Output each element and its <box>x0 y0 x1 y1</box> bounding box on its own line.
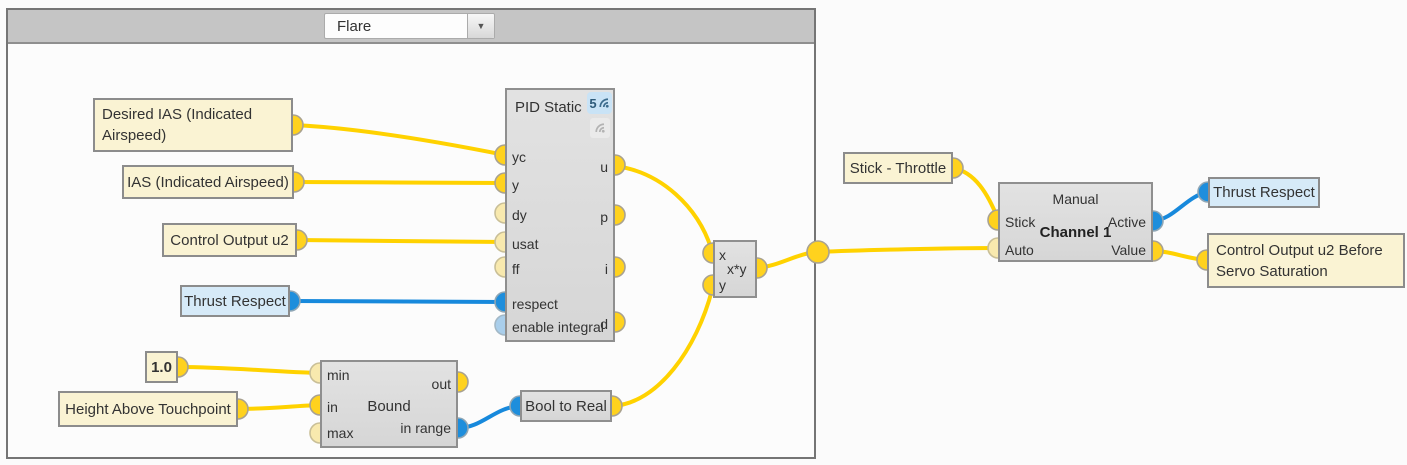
wire-thrust-respect-to-pid-respect[interactable] <box>288 299 507 304</box>
pid-input-label-enable-integral: enable integral <box>512 319 604 335</box>
node-desired-ias[interactable]: Desired IAS (Indicated Airspeed) <box>93 98 293 152</box>
node-label: Stick - Throttle <box>849 159 947 177</box>
wire-pid-u-to-mult-x[interactable] <box>613 164 713 250</box>
wire-control-u2-to-pid-usat[interactable] <box>295 238 507 244</box>
pid-input-label-respect: respect <box>512 296 558 312</box>
bound-input-label-in: in <box>327 399 338 415</box>
port-panel-boundary[interactable] <box>806 240 830 264</box>
pid-input-label-yc: yc <box>512 149 526 165</box>
manual-input-label-stick: Stick <box>1005 214 1036 230</box>
node-label: Thrust Respect <box>184 292 286 310</box>
node-ias[interactable]: IAS (Indicated Airspeed) <box>122 165 294 199</box>
mult-input-label-y: y <box>719 277 726 293</box>
node-height-above-touchpoint[interactable]: Height Above Touchpoint <box>58 391 238 427</box>
node-const-1.0[interactable]: 1.0 <box>145 351 178 383</box>
node-label: 1.0 <box>151 358 172 376</box>
block-subtitle: Channel 1 <box>1039 224 1112 241</box>
block-pid-static[interactable]: PID Static 5 yc y dy usat <box>505 88 615 342</box>
manual-output-label-active: Active <box>1107 214 1146 230</box>
pid-input-label-y: y <box>512 177 519 193</box>
manual-input-label-auto: Auto <box>1005 242 1034 258</box>
mult-input-label-x: x <box>719 247 726 263</box>
block-title: x*y <box>727 261 747 277</box>
pid-output-label-u: u <box>600 159 608 175</box>
bound-input-label-min: min <box>327 367 350 383</box>
chevron-down-icon: ▼ <box>476 20 486 31</box>
wire-mult-to-manual-auto[interactable] <box>755 246 1000 270</box>
node-thrust-respect-sink[interactable]: Thrust Respect <box>1208 177 1320 208</box>
pid-input-label-dy: dy <box>512 207 527 223</box>
telemetry-count: 5 <box>589 95 597 111</box>
block-bound[interactable]: Bound min in max out in range <box>320 360 458 448</box>
block-multiply[interactable]: x y x*y <box>713 240 757 298</box>
pid-output-label-p: p <box>600 209 608 225</box>
dropdown-button[interactable]: ▼ <box>467 14 494 38</box>
block-manual-channel-1[interactable]: Manual Channel 1 Stick Auto Active Value <box>998 182 1153 262</box>
wire-desired-ias-to-pid-yc[interactable] <box>291 123 507 157</box>
block-title: Manual <box>1052 191 1099 207</box>
page-select-dropdown[interactable]: Flare ▼ <box>324 13 495 39</box>
telemetry-badge[interactable]: 5 <box>587 92 612 114</box>
block-title: Bound <box>367 398 411 415</box>
node-label: Thrust Respect <box>1213 184 1315 201</box>
panel-header: Flare ▼ <box>8 10 814 44</box>
wire-const1-to-bound-min[interactable] <box>176 365 322 375</box>
page-select-value: Flare <box>337 17 372 35</box>
node-thrust-respect-source[interactable]: Thrust Respect <box>180 285 290 317</box>
node-control-output-u2-before[interactable]: Control Output u2 Before Servo Saturatio… <box>1207 233 1405 288</box>
feed-icon <box>599 98 609 108</box>
bound-output-label-out: out <box>431 376 451 392</box>
node-control-output-u2[interactable]: Control Output u2 <box>162 223 297 257</box>
pid-output-label-d: d <box>600 316 608 332</box>
wire-booltoreal-to-mult-y[interactable] <box>610 288 714 408</box>
block-title: Bool to Real <box>525 397 607 415</box>
pid-input-label-ff: ff <box>512 261 520 277</box>
node-label: Desired IAS (Indicated Airspeed) <box>102 106 253 144</box>
node-label: Height Above Touchpoint <box>65 400 231 418</box>
pid-input-label-usat: usat <box>512 236 539 252</box>
bound-output-label-in-range: in range <box>400 420 451 436</box>
wire-hat-to-bound-in[interactable] <box>236 403 322 411</box>
manual-output-label-value: Value <box>1111 242 1146 258</box>
feed-disabled-icon <box>595 123 605 133</box>
node-label: IAS (Indicated Airspeed) <box>127 173 289 191</box>
bound-input-label-max: max <box>327 425 354 441</box>
block-title: PID Static <box>515 99 582 116</box>
node-label: Control Output u2 Before Servo Saturatio… <box>1216 241 1383 280</box>
node-label: Control Output u2 <box>170 231 289 249</box>
node-stick-throttle[interactable]: Stick - Throttle <box>843 152 953 184</box>
feed-disabled-badge[interactable] <box>590 118 610 138</box>
block-bool-to-real[interactable]: Bool to Real <box>520 390 612 422</box>
wire-ias-to-pid-y[interactable] <box>292 180 507 185</box>
pid-output-label-i: i <box>604 261 608 277</box>
